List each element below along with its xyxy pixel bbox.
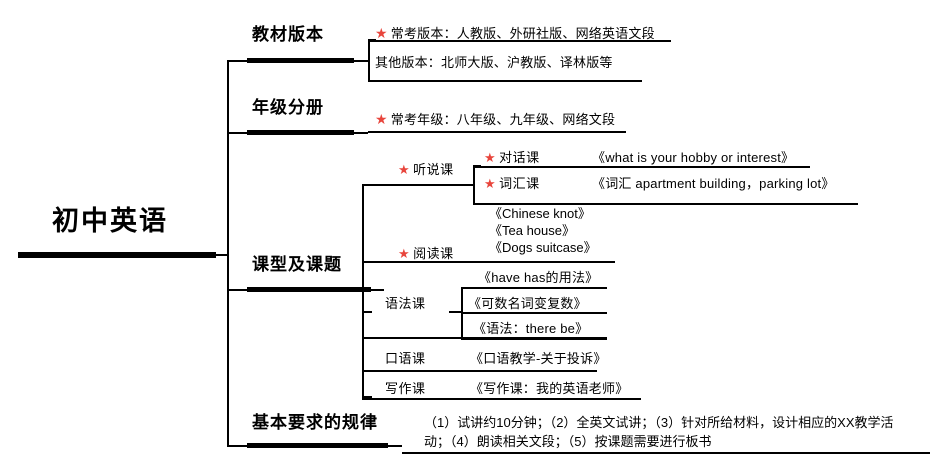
leaf-other-version-underline [368, 80, 642, 82]
leaf-grammar-topic-2[interactable]: 《可数名词变复数》 [468, 296, 587, 311]
leaf-common-grade-text: 常考年级：八年级、九年级、网络文段 [390, 112, 616, 127]
star-icon: ★ [484, 176, 497, 191]
grammar-underline [362, 337, 607, 339]
leaf-grammar-topic-1[interactable]: 《have has的用法》 [478, 270, 599, 285]
leaf-dialogue-class-topic[interactable]: 《what is your hobby or interest》 [592, 150, 795, 165]
branch-label-basic-requirements[interactable]: 基本要求的规律 [252, 413, 378, 432]
branch-basicreq-connector [227, 445, 247, 447]
leaf-common-grade-underline [368, 131, 626, 133]
branch-grade-connector [227, 132, 247, 134]
leaf-other-version-text: 其他版本：北师大版、沪教版、译林版等 [375, 55, 613, 70]
basicreq-leaf-connector [388, 445, 402, 447]
star-icon: ★ [484, 150, 497, 165]
branch-underline-lesson-type-topic [247, 287, 371, 292]
textbook-leaf1-connector [368, 39, 376, 41]
root-node-label: 初中英语 [52, 206, 168, 236]
branch-lessontype-connector [227, 289, 247, 291]
leaf-writing-topic[interactable]: 《写作课：我的英语老师》 [470, 381, 629, 396]
leaf-common-version-underline [368, 40, 671, 42]
vocabulary-class-underline [473, 203, 858, 205]
branch-label-textbook-version[interactable]: 教材版本 [252, 25, 324, 44]
grammar-topic3-connector [461, 337, 469, 339]
node-dialogue-class[interactable]: ★对话课 [484, 151, 540, 164]
node-listening-speaking[interactable]: ★听说课 [398, 163, 454, 176]
node-vocabulary-class-label: 词汇课 [499, 176, 540, 191]
branch-underline-textbook-version [247, 58, 354, 63]
leaf-reading-topics[interactable]: 《Chinese knot》 《Tea house》 《Dogs suitcas… [489, 206, 597, 255]
node-dialogue-class-label: 对话课 [499, 150, 540, 165]
node-writing-label: 写作课 [385, 381, 426, 396]
leaf-common-version[interactable]: ★常考版本：人教版、外研社版、网络英语文段 [375, 26, 655, 40]
listening-subgroup-connector [461, 184, 473, 186]
node-oral[interactable]: 口语课 [385, 352, 426, 365]
leaf-vocabulary-class-topic[interactable]: 《词汇 apartment building，parking lot》 [592, 176, 835, 191]
leaf-common-grade[interactable]: ★常考年级：八年级、九年级、网络文段 [375, 112, 615, 126]
lessontype-group-connector [371, 289, 384, 291]
node-writing[interactable]: 写作课 [385, 382, 426, 395]
root-underline [18, 252, 216, 258]
grammar-subgroup-connector [449, 311, 461, 313]
leaf-common-version-text: 常考版本：人教版、外研社版、网络英语文段 [390, 26, 655, 41]
branch-label-lesson-type-topic[interactable]: 课型及课题 [252, 255, 342, 274]
leaf-oral-topic[interactable]: 《口语教学-关于投诉》 [470, 351, 607, 366]
dialogue-class-connector [473, 165, 481, 167]
branch-underline-basic-requirements [247, 443, 388, 448]
node-reading[interactable]: ★阅读课 [398, 247, 454, 260]
writing-connector [362, 396, 372, 398]
basicreq-underline [402, 452, 930, 454]
star-icon: ★ [375, 25, 388, 41]
branch-textbook-connector [227, 60, 247, 62]
listening-subgroup-vertical [473, 165, 475, 204]
star-icon: ★ [398, 162, 411, 177]
root-stub-line [216, 254, 228, 256]
trunk-vertical-line [227, 60, 229, 445]
writing-underline [362, 398, 641, 400]
lessontype-group-vertical-stub [362, 289, 372, 291]
reading-underline [362, 261, 615, 263]
node-oral-label: 口语课 [385, 351, 426, 366]
grammar-connector [362, 311, 372, 313]
star-icon: ★ [398, 246, 411, 261]
node-grammar[interactable]: 语法课 [385, 297, 426, 310]
leaf-grammar-topic-3[interactable]: 《语法：there be》 [473, 321, 589, 336]
textbook-leafgroup-connector [354, 60, 368, 62]
branch-label-grade-volume[interactable]: 年级分册 [252, 98, 324, 117]
node-listening-speaking-label: 听说课 [413, 162, 454, 177]
node-reading-label: 阅读课 [413, 246, 454, 261]
star-icon: ★ [375, 111, 388, 127]
dialogue-class-underline [473, 166, 810, 168]
node-vocabulary-class[interactable]: ★词汇课 [484, 177, 540, 190]
textbook-leafgroup-vertical [368, 39, 370, 81]
leaf-basic-requirements-text[interactable]: （1）试讲约10分钟；（2）全英文试讲；（3）针对所给材料，设计相应的XX教学活… [424, 415, 894, 449]
listening-speaking-underline [362, 184, 468, 186]
grade-leaf-connector [354, 132, 368, 134]
grammar-topic3-underline [461, 338, 607, 340]
node-grammar-label: 语法课 [385, 296, 426, 311]
leaf-other-version[interactable]: 其他版本：北师大版、沪教版、译林版等 [375, 56, 613, 69]
grammar-topic1-underline [461, 287, 607, 289]
grammar-topic2-underline [461, 312, 607, 314]
oral-underline [362, 370, 597, 372]
branch-underline-grade-volume [247, 130, 354, 135]
